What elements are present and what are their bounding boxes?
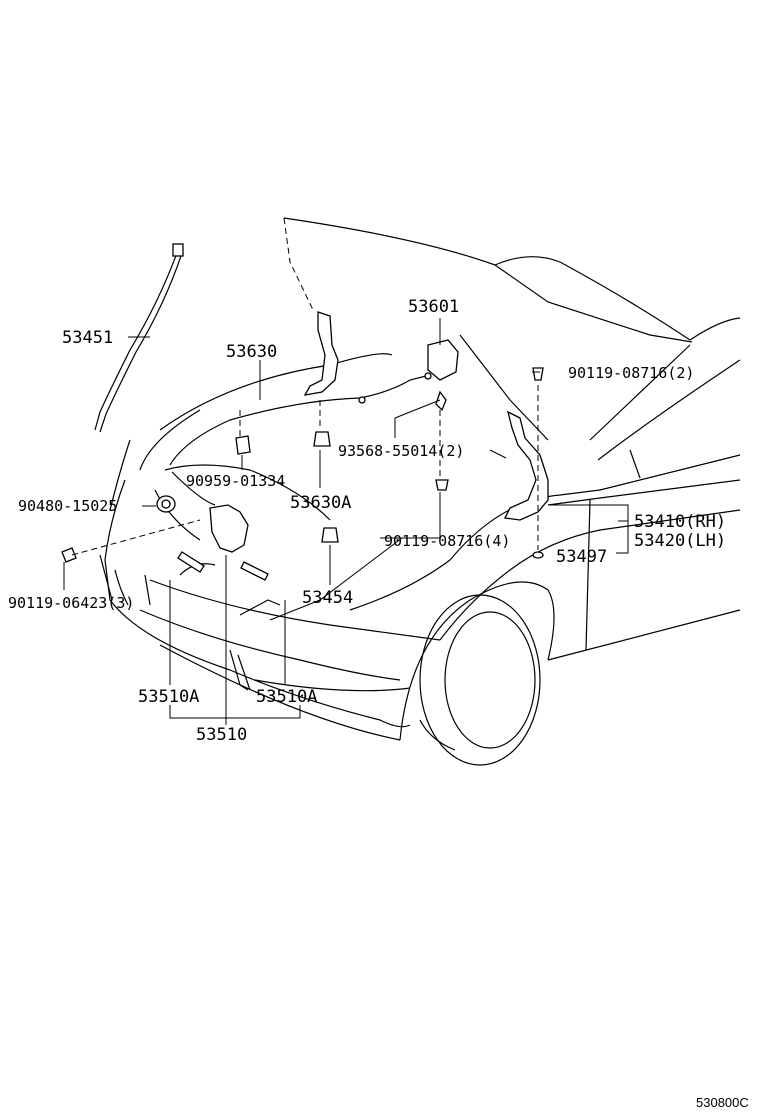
- label-53497: 53497: [556, 547, 607, 567]
- label-53510a-right: 53510A: [256, 687, 317, 707]
- part-labels: 53451 53630 53601 90119-08716(2) 93568-5…: [8, 297, 726, 745]
- diagram-reference-code: 530800C: [696, 1095, 749, 1110]
- label-53630a: 53630A: [290, 493, 351, 513]
- label-53420-lh: 53420(LH): [634, 531, 726, 551]
- hood-lock-support-part: [427, 339, 459, 412]
- label-53601: 53601: [408, 297, 459, 317]
- release-cable-part: [169, 372, 432, 506]
- vehicle-outline: [99, 217, 741, 766]
- leader-lines: [63, 318, 629, 725]
- label-53630: 53630: [226, 342, 277, 362]
- hood-hinge-part: [504, 410, 549, 559]
- label-90959-01334: 90959-01334: [186, 472, 285, 490]
- label-53451: 53451: [62, 328, 113, 348]
- label-90119-08716-4: 90119-08716(4): [384, 532, 510, 550]
- fasteners: [61, 367, 544, 563]
- label-90119-06423: 90119-06423(3): [8, 594, 134, 612]
- label-53510: 53510: [196, 725, 247, 745]
- label-53410-rh: 53410(RH): [634, 512, 726, 532]
- hood-support-rod-part: [94, 243, 184, 433]
- hinge-arm-part: [303, 311, 339, 396]
- hood-lock-part: [177, 504, 269, 581]
- label-90119-08716-2: 90119-08716(2): [568, 364, 694, 382]
- label-53510a-left: 53510A: [138, 687, 199, 707]
- label-93568-55014: 93568-55014(2): [338, 442, 464, 460]
- label-90480-15025: 90480-15025: [18, 497, 117, 515]
- label-53454: 53454: [302, 588, 353, 608]
